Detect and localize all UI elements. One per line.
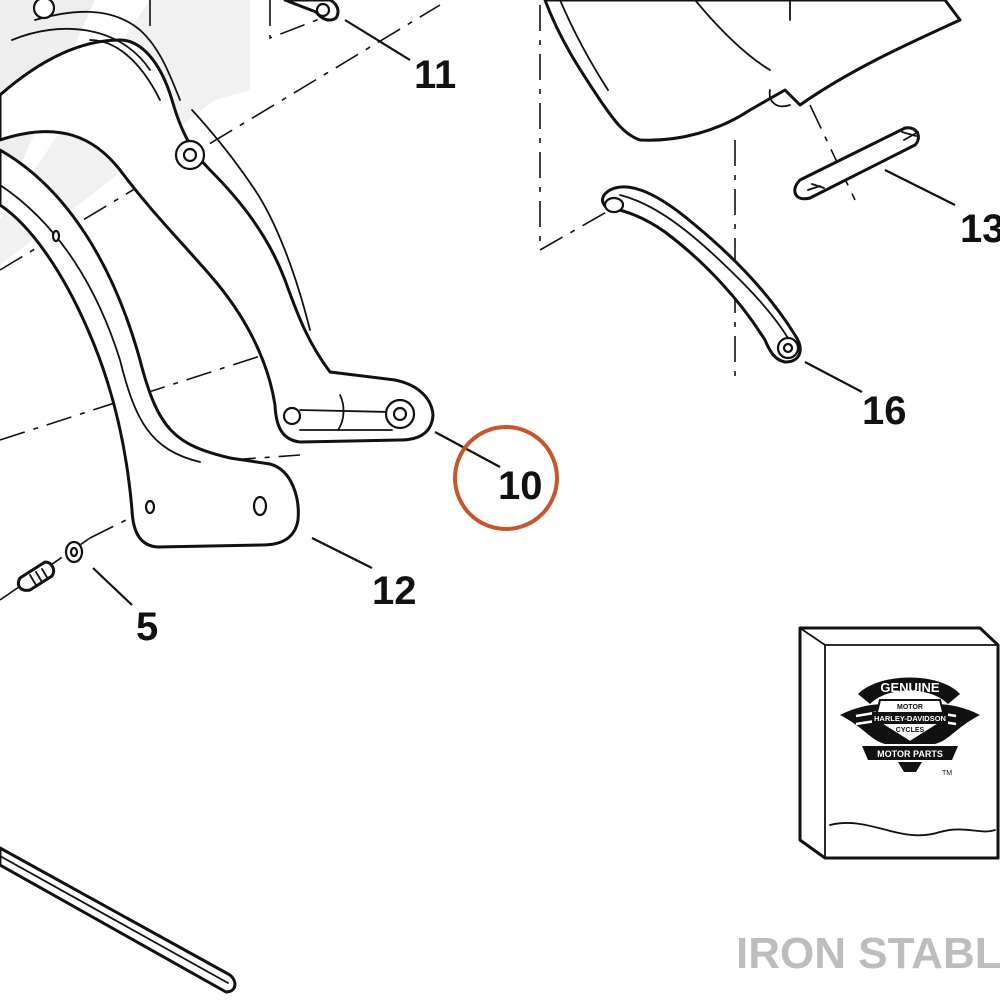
callout-13: 13 xyxy=(960,207,1000,251)
part-11-stud xyxy=(283,0,340,22)
callout-labels: 11 13 16 10 12 5 xyxy=(136,53,1000,649)
logo-cycles-text: CYCLES xyxy=(896,727,925,734)
logo-harley-davidson-text: HARLEY-DAVIDSON xyxy=(874,714,946,723)
arm-12-hole xyxy=(252,495,268,517)
genuine-parts-box: GENUINE MOTOR HARLEY-DAVIDSON CYCLES MOT… xyxy=(798,626,1000,860)
arm-12-small-hole xyxy=(144,499,156,515)
callout-10: 10 xyxy=(498,464,543,508)
leader-lines xyxy=(92,19,956,606)
part-16-link xyxy=(601,185,802,364)
callout-5: 5 xyxy=(136,605,158,649)
iron-stable-watermark: IRON STABLE xyxy=(736,929,1000,978)
fender-piece xyxy=(543,0,962,142)
screw xyxy=(16,560,56,592)
genuine-motor-parts-logo: GENUINE MOTOR HARLEY-DAVIDSON CYCLES MOT… xyxy=(840,677,980,777)
logo-genuine-text: GENUINE xyxy=(880,680,940,695)
flat-strip xyxy=(0,846,237,994)
logo-trademark: TM xyxy=(942,770,952,777)
callout-11: 11 xyxy=(414,53,456,97)
highlight-circle xyxy=(453,425,559,531)
callout-16: 16 xyxy=(862,389,907,433)
part-13-bar xyxy=(793,126,920,201)
callout-12: 12 xyxy=(372,569,417,613)
logo-motor-parts-text: MOTOR PARTS xyxy=(877,749,943,759)
part-12-arm xyxy=(0,148,300,549)
part-10-arm xyxy=(0,0,435,444)
logo-motor-text: MOTOR xyxy=(897,704,923,711)
part-5-fasteners xyxy=(16,540,84,592)
